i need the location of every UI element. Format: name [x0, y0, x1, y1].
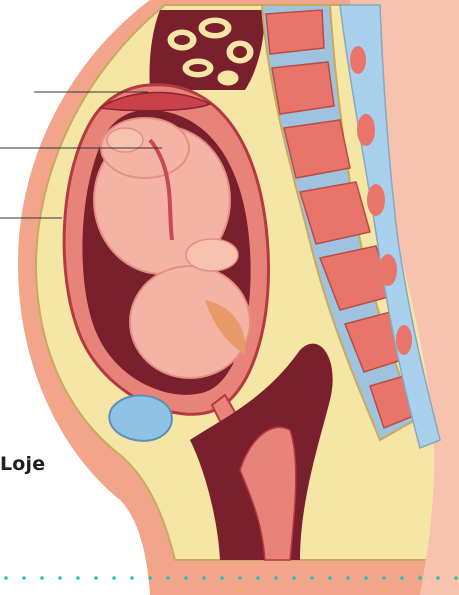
decorative-dot	[238, 576, 242, 580]
decorative-dot	[112, 576, 116, 580]
decorative-dot	[274, 576, 278, 580]
decorative-dot	[382, 576, 386, 580]
decorative-dot	[364, 576, 368, 580]
fetus-arm	[186, 239, 238, 271]
decorative-dot	[220, 576, 224, 580]
caption-fragment: Loje	[0, 453, 45, 475]
decorative-dot	[94, 576, 98, 580]
decorative-dot	[202, 576, 206, 580]
decorative-dot	[454, 576, 458, 580]
decorative-dot	[76, 576, 80, 580]
decorative-dot	[400, 576, 404, 580]
decorative-dot	[148, 576, 152, 580]
decorative-dot	[418, 576, 422, 580]
decorative-dot	[310, 576, 314, 580]
decorative-dot	[256, 576, 260, 580]
bladder	[109, 395, 172, 440]
decorative-dot	[40, 576, 44, 580]
decorative-dot	[292, 576, 296, 580]
decorative-dot	[58, 576, 62, 580]
decorative-dot	[130, 576, 134, 580]
decorative-dot	[22, 576, 26, 580]
decorative-dot	[4, 576, 8, 580]
decorative-dot	[184, 576, 188, 580]
decorative-dot	[346, 576, 350, 580]
decorative-dot	[436, 576, 440, 580]
decorative-dot	[166, 576, 170, 580]
decorative-dot	[328, 576, 332, 580]
